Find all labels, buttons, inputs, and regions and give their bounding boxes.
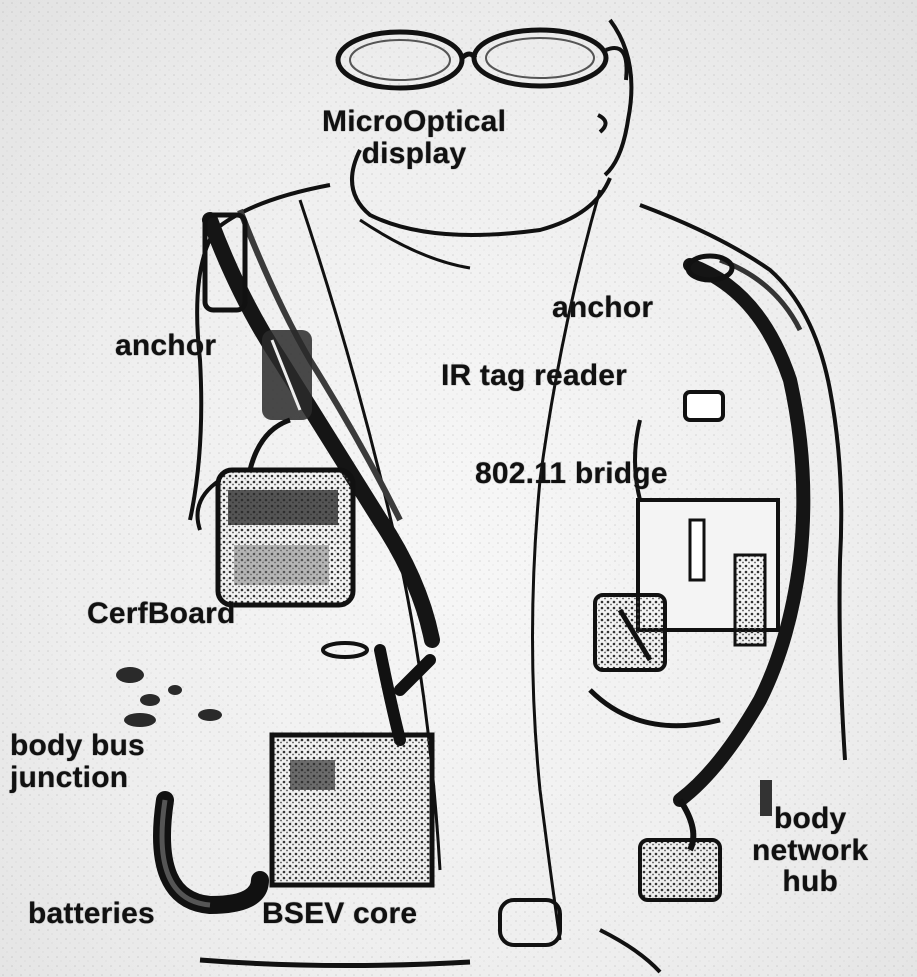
microoptical-display-label: MicroOptical display	[322, 106, 506, 169]
batteries-label: batteries	[28, 898, 155, 930]
anchor-left-label: anchor	[115, 330, 216, 362]
anchor-right-label: anchor	[552, 292, 653, 324]
microoptical-label-line2: display	[322, 138, 506, 170]
hub-label-line2: network	[752, 835, 868, 867]
cerfboard-label: CerfBoard	[87, 598, 236, 630]
hub-label-line3: hub	[752, 866, 868, 898]
bridge-label: 802.11 bridge	[475, 458, 668, 490]
body-bus-label-line1: body bus	[10, 730, 145, 762]
body-network-hub-label: body network hub	[752, 803, 868, 898]
body-bus-label-line2: junction	[10, 762, 145, 794]
bsev-core-label: BSEV core	[262, 898, 417, 930]
ir-tag-reader-label: IR tag reader	[441, 360, 627, 392]
left-anchor-clip	[262, 330, 312, 420]
hub-label-line1: body	[752, 803, 868, 835]
body-bus-junction-label: body bus junction	[10, 730, 145, 793]
microoptical-label-line1: MicroOptical	[322, 106, 506, 138]
